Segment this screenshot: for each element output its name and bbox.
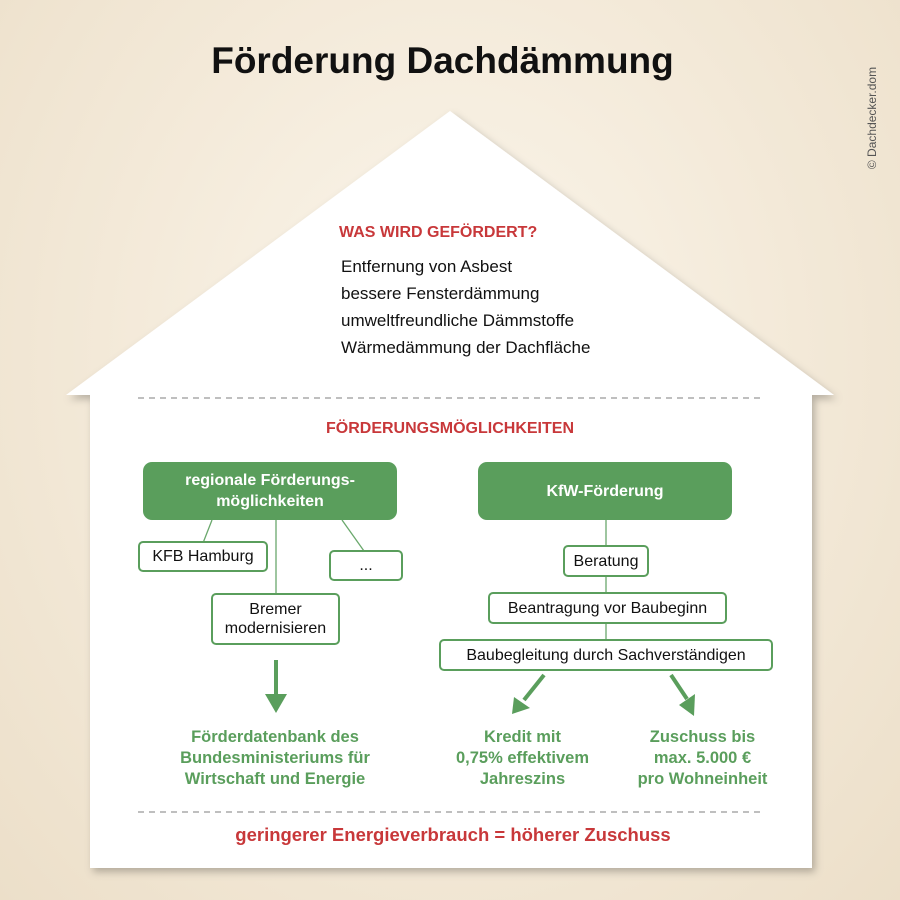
credit-result-line: 0,75% effektivem	[456, 749, 589, 767]
credit-result-line: Jahreszins	[479, 770, 566, 788]
grant-result-line: Zuschuss bis	[649, 728, 756, 746]
what-item: bessere Fensterdämmung	[341, 284, 540, 303]
arrow-down-icon	[265, 660, 287, 713]
regional-funding-label-line2: möglichkeiten	[216, 493, 324, 510]
connector-regional-kfb	[202, 519, 213, 544]
regional-result-line: Förderdatenbank des	[191, 728, 359, 746]
step-beratung-box: Beratung	[563, 545, 649, 577]
arrow-down-right-icon	[669, 673, 695, 716]
regional-funding-box: regionale Förderungs- möglichkeiten	[143, 462, 397, 520]
options-heading: FÖRDERUNGSMÖGLICHKEITEN	[326, 420, 574, 437]
kfw-grant-result: Zuschuss bis max. 5.000 € pro Wohneinhei…	[620, 727, 785, 790]
copyright-note: © Dachdecker.dom	[865, 66, 879, 170]
kfw-credit-result: Kredit mit 0,75% effektivem Jahreszins	[440, 727, 605, 790]
kfw-funding-box: KfW-Förderung	[478, 462, 732, 520]
what-list: Entfernung von Asbest bessere Fensterdäm…	[341, 253, 590, 361]
what-item: Entfernung von Asbest	[341, 257, 513, 276]
regional-result-line: Wirtschaft und Energie	[184, 770, 366, 788]
energy-statement: geringerer Energieverbrauch = höherer Zu…	[235, 824, 671, 845]
bremen-label-line2: modernisieren	[224, 620, 327, 637]
kfb-hamburg-box: KFB Hamburg	[138, 541, 268, 572]
arrow-down-left-icon	[512, 673, 546, 714]
regional-funding-label-line1: regionale Förderungs-	[185, 472, 355, 489]
credit-result-line: Kredit mit	[483, 728, 561, 746]
bremer-modernisieren-box: Bremer modernisieren	[211, 593, 340, 645]
regional-result-line: Bundesministeriums für	[180, 749, 370, 767]
what-item: Wärmedämmung der Dachfläche	[341, 338, 591, 357]
regional-result: Förderdatenbank des Bundesministeriums f…	[140, 727, 410, 790]
step-baubegleitung-box: Baubegleitung durch Sachverständigen	[439, 639, 773, 671]
grant-result-line: max. 5.000 €	[653, 749, 752, 767]
house-shape	[66, 111, 834, 868]
step-beantragung-box: Beantragung vor Baubeginn	[488, 592, 727, 624]
more-options-box: ...	[329, 550, 403, 581]
what-item: umweltfreundliche Dämmstoffe	[341, 311, 575, 330]
bremen-label-line1: Bremer	[249, 601, 302, 618]
connector-regional-more	[341, 519, 365, 552]
what-heading: WAS WIRD GEFÖRDERT?	[339, 224, 538, 241]
grant-result-line: pro Wohneinheit	[637, 770, 768, 788]
page-title: Förderung Dachdämmung	[211, 40, 674, 81]
